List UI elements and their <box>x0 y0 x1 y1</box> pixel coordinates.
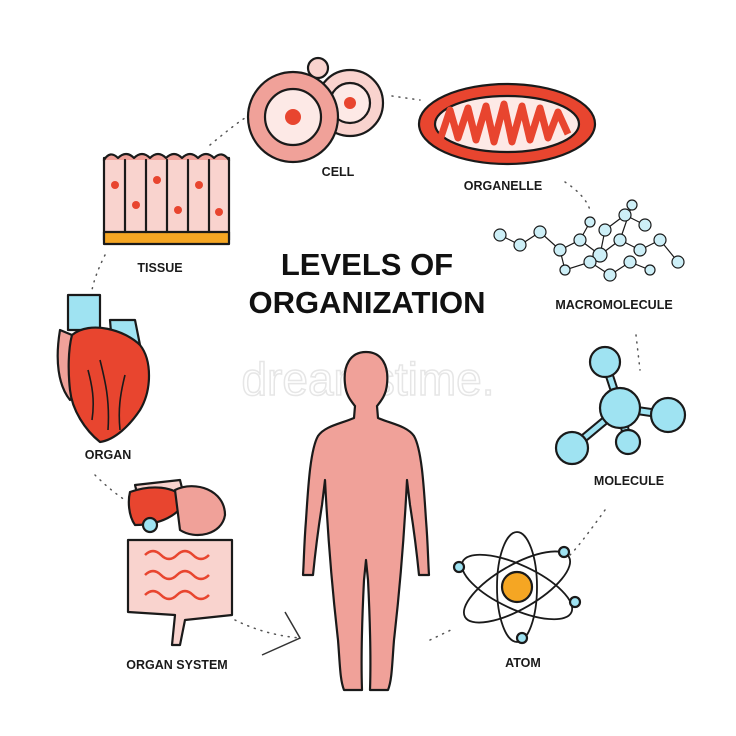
label-macromolecule: MACROMOLECULE <box>555 298 672 312</box>
tissue-icon <box>102 152 231 246</box>
label-molecule: MOLECULE <box>594 474 664 488</box>
label-organ: ORGAN <box>85 448 132 462</box>
cell-icon <box>246 56 385 164</box>
organ-system-digestive-icon <box>126 478 234 647</box>
connector-dots <box>91 95 641 656</box>
organelle-icon <box>417 82 597 166</box>
label-organelle: ORGANELLE <box>464 179 542 193</box>
atom-icon <box>452 531 582 645</box>
label-atom: ATOM <box>505 656 541 670</box>
label-tissue: TISSUE <box>137 261 182 275</box>
label-cell: CELL <box>322 165 355 179</box>
macromolecule-icon <box>493 199 685 282</box>
title-line-1: LEVELS OF <box>281 247 453 282</box>
label-organ-system: ORGAN SYSTEM <box>126 658 227 672</box>
title-line-2: ORGANIZATION <box>248 285 485 320</box>
organ-heart-icon <box>56 293 150 444</box>
molecule-icon <box>554 345 687 466</box>
human-body-icon <box>301 350 431 692</box>
